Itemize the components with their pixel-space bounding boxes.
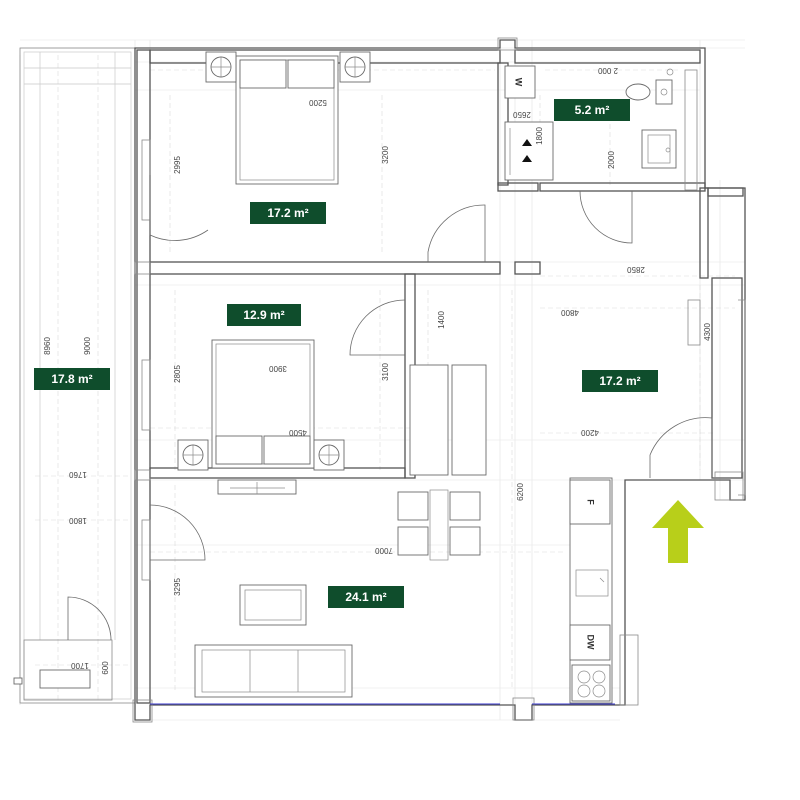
door-entrance: [649, 417, 713, 478]
entrance-arrow-icon: [652, 500, 704, 563]
dim-2000-side: 2000: [607, 151, 616, 169]
kitchen-counter: [569, 477, 613, 704]
badge-living: 24.1 m²: [328, 586, 404, 608]
dim-1800-left: 1800: [69, 516, 87, 525]
bed-double-bottom: [211, 339, 315, 469]
dim-4300: 4300: [703, 323, 712, 341]
dining-set: [397, 489, 481, 561]
badge-balcony: 17.8 m²: [34, 368, 110, 390]
door-bedroom-1-left: [149, 175, 209, 241]
nightstand-left-top: [205, 51, 237, 83]
dimension-labels: 5200 2 000 2650 1800 2000 2995 3200 2850…: [43, 66, 712, 675]
label-dishwasher: DW: [586, 635, 596, 650]
dim-3200: 3200: [381, 146, 390, 164]
badge-bathroom: 5.2 m²: [554, 99, 630, 121]
dim-4500: 4500: [289, 428, 307, 437]
label-wardrobe: W: [514, 78, 524, 87]
dim-2995: 2995: [173, 156, 182, 174]
dim-1700: 1700: [71, 661, 89, 670]
nightstand-right-bottom: [313, 439, 345, 471]
area-bathroom: 5.2 m²: [575, 103, 610, 117]
nightstand-right-top: [339, 51, 371, 83]
tv-stand: [217, 479, 297, 495]
dim-4800: 4800: [561, 308, 579, 317]
dim-1400: 1400: [437, 311, 446, 329]
area-bedroom-2: 12.9 m²: [243, 308, 284, 322]
badge-bedroom-2: 12.9 m²: [227, 304, 301, 326]
door-bedroom-2: [349, 299, 406, 356]
door-bedroom-1: [427, 204, 486, 262]
dim-600: 600: [101, 661, 110, 675]
bed-double-top: [235, 55, 339, 185]
walls: [132, 37, 746, 723]
dim-2000-top: 2 000: [597, 66, 618, 75]
door-bathroom: [579, 190, 633, 244]
balcony: [13, 47, 136, 704]
dim-7000: 7000: [375, 546, 393, 555]
nightstand-left-bottom: [177, 439, 209, 471]
area-living: 24.1 m²: [345, 590, 386, 604]
coffee-table: [239, 584, 307, 626]
area-hall: 17.2 m²: [599, 374, 640, 388]
dim-2650: 2650: [513, 110, 531, 119]
area-bedroom-1: 17.2 m²: [267, 206, 308, 220]
sofa: [194, 644, 353, 698]
dim-6200: 6200: [516, 483, 525, 501]
door-living: [149, 504, 206, 561]
dim-3295: 3295: [173, 578, 182, 596]
label-fridge: F: [586, 499, 596, 505]
dim-8960: 8960: [43, 337, 52, 355]
dim-4200: 4200: [581, 428, 599, 437]
dim-1800: 1800: [535, 127, 544, 145]
badge-hall: 17.2 m²: [582, 370, 658, 392]
hall-wardrobes: [409, 364, 487, 476]
dim-3900: 3900: [269, 364, 287, 373]
badge-bedroom-1: 17.2 m²: [250, 202, 326, 224]
dim-2805: 2805: [173, 365, 182, 383]
dim-5200: 5200: [309, 98, 327, 107]
dim-1760: 1760: [69, 470, 87, 479]
dim-2850: 2850: [627, 265, 645, 274]
dim-3100: 3100: [381, 363, 390, 381]
area-balcony: 17.8 m²: [51, 372, 92, 386]
dim-9000: 9000: [83, 337, 92, 355]
bathroom-fixtures: [504, 65, 677, 181]
